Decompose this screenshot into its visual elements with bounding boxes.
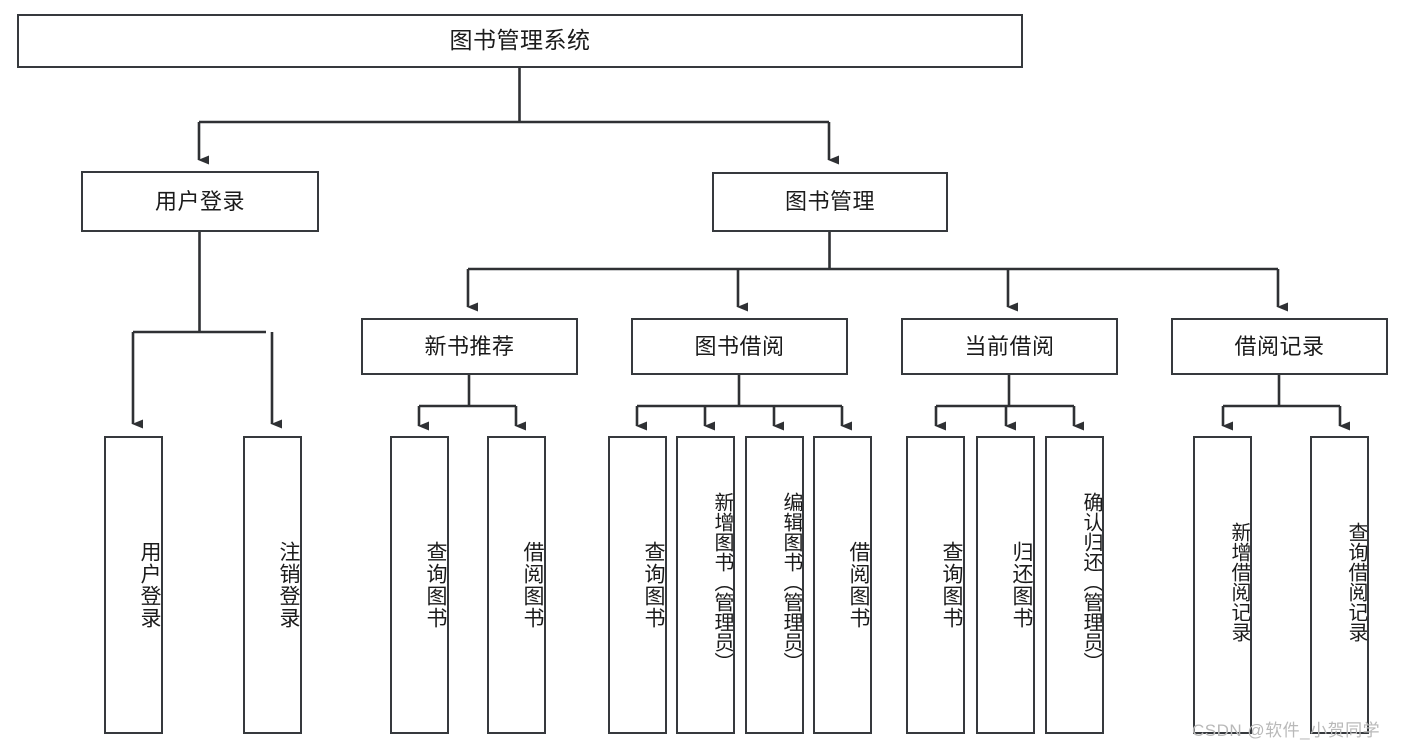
leaf-add-book[interactable]: 新增图书（管理员） <box>676 436 735 734</box>
leaf-query-borrow-record[interactable]: 查询借阅记录 <box>1310 436 1369 734</box>
leaf-query-book-1[interactable]: 查询图书 <box>390 436 449 734</box>
leaf-edit-book[interactable]: 编辑图书（管理员） <box>745 436 804 734</box>
leaf-query-book-2[interactable]: 查询图书 <box>608 436 667 734</box>
leaf-add-borrow-record[interactable]: 新增借阅记录 <box>1193 436 1252 734</box>
node-new-book-recommend[interactable]: 新书推荐 <box>361 318 578 375</box>
node-current-borrow[interactable]: 当前借阅 <box>901 318 1118 375</box>
leaf-query-book-3[interactable]: 查询图书 <box>906 436 965 734</box>
leaf-user-login[interactable]: 用户登录 <box>104 436 163 734</box>
node-user-login[interactable]: 用户登录 <box>81 171 319 232</box>
leaf-borrow-book-1[interactable]: 借阅图书 <box>487 436 546 734</box>
leaf-return-book[interactable]: 归还图书 <box>976 436 1035 734</box>
leaf-logout-login[interactable]: 注销登录 <box>243 436 302 734</box>
leaf-borrow-book-2[interactable]: 借阅图书 <box>813 436 872 734</box>
leaf-confirm-return[interactable]: 确认归还（管理员） <box>1045 436 1104 734</box>
node-root[interactable]: 图书管理系统 <box>17 14 1023 68</box>
node-book-manage[interactable]: 图书管理 <box>712 172 948 232</box>
node-borrow-record[interactable]: 借阅记录 <box>1171 318 1388 375</box>
node-book-borrow[interactable]: 图书借阅 <box>631 318 848 375</box>
